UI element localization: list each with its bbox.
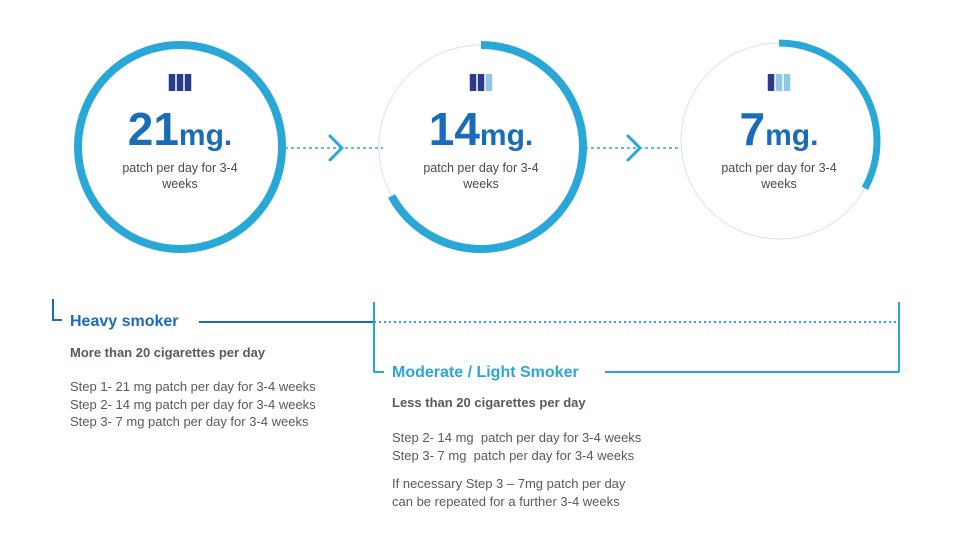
dosage-level-icon [767, 74, 791, 91]
connector-1-2 [285, 134, 383, 162]
chevron-right-icon [626, 134, 642, 162]
step-1-circle: 21mg. patch per day for 3-4 weeks [74, 41, 286, 253]
moderate-smoker-title: Moderate / Light Smoker [392, 364, 579, 381]
chevron-right-icon [328, 134, 344, 162]
dosage-bar [477, 74, 485, 91]
heavy-smoker-title: Heavy smoker [70, 313, 179, 330]
list-item: Step 3- 7 mg patch per day for 3-4 weeks [392, 447, 635, 463]
moderate-smoker-bracket [373, 302, 900, 373]
dosage-bar [775, 74, 783, 91]
dosage-bar [176, 74, 184, 91]
heavy-smoker-bracket [52, 299, 373, 323]
dosage-bar [469, 74, 477, 91]
list-item: Step 3- 7 mg patch per day for 3-4 weeks [70, 414, 309, 429]
heavy-smoker-subtitle: More than 20 cigarettes per day [70, 345, 266, 360]
step-1-subtitle-line2: weeks [161, 177, 197, 191]
moderate-smoker-subtitle: Less than 20 cigarettes per day [392, 395, 586, 410]
repeat-note-line1: If necessary Step 3 – 7mg patch per day [392, 476, 626, 491]
step-2-subtitle-line2: weeks [462, 177, 498, 191]
repeat-note-line2: can be repeated for a further 3-4 weeks [392, 493, 620, 509]
step-2-subtitle-line1: patch per day for 3-4 [423, 161, 538, 175]
connector-2-3 [585, 134, 682, 162]
dosage-level-icon [168, 74, 192, 91]
dosage-bar [767, 74, 775, 91]
list-item: Step 2- 14 mg patch per day for 3-4 week… [392, 430, 642, 445]
step-3-circle: 7mg. patch per day for 3-4 weeks [677, 39, 881, 243]
step-2-strength: 14mg. [429, 103, 534, 155]
heavy-smoker-steps: Step 1- 21 mg patch per day for 3-4 week… [70, 378, 316, 431]
list-item: Step 1- 21 mg patch per day for 3-4 week… [70, 379, 316, 394]
step-3-subtitle-line1: patch per day for 3-4 [721, 161, 836, 175]
step-1-strength: 21mg. [128, 103, 233, 155]
step-3-strength: 7mg. [740, 103, 819, 155]
moderate-smoker-steps: Step 2- 14 mg patch per day for 3-4 week… [392, 429, 641, 464]
step-3-subtitle-line2: weeks [760, 177, 796, 191]
repeat-note: If necessary Step 3 – 7mg patch per day … [392, 475, 625, 510]
list-item: Step 2- 14 mg patch per day for 3-4 week… [70, 396, 316, 412]
step-1-subtitle-line1: patch per day for 3-4 [122, 161, 237, 175]
dosage-bar [783, 74, 791, 91]
step-2-circle: 14mg. patch per day for 3-4 weeks [375, 41, 587, 253]
dosage-bar [184, 74, 192, 91]
dosage-bar [168, 74, 176, 91]
dosage-bar [485, 74, 493, 91]
dosage-level-icon [469, 74, 493, 91]
